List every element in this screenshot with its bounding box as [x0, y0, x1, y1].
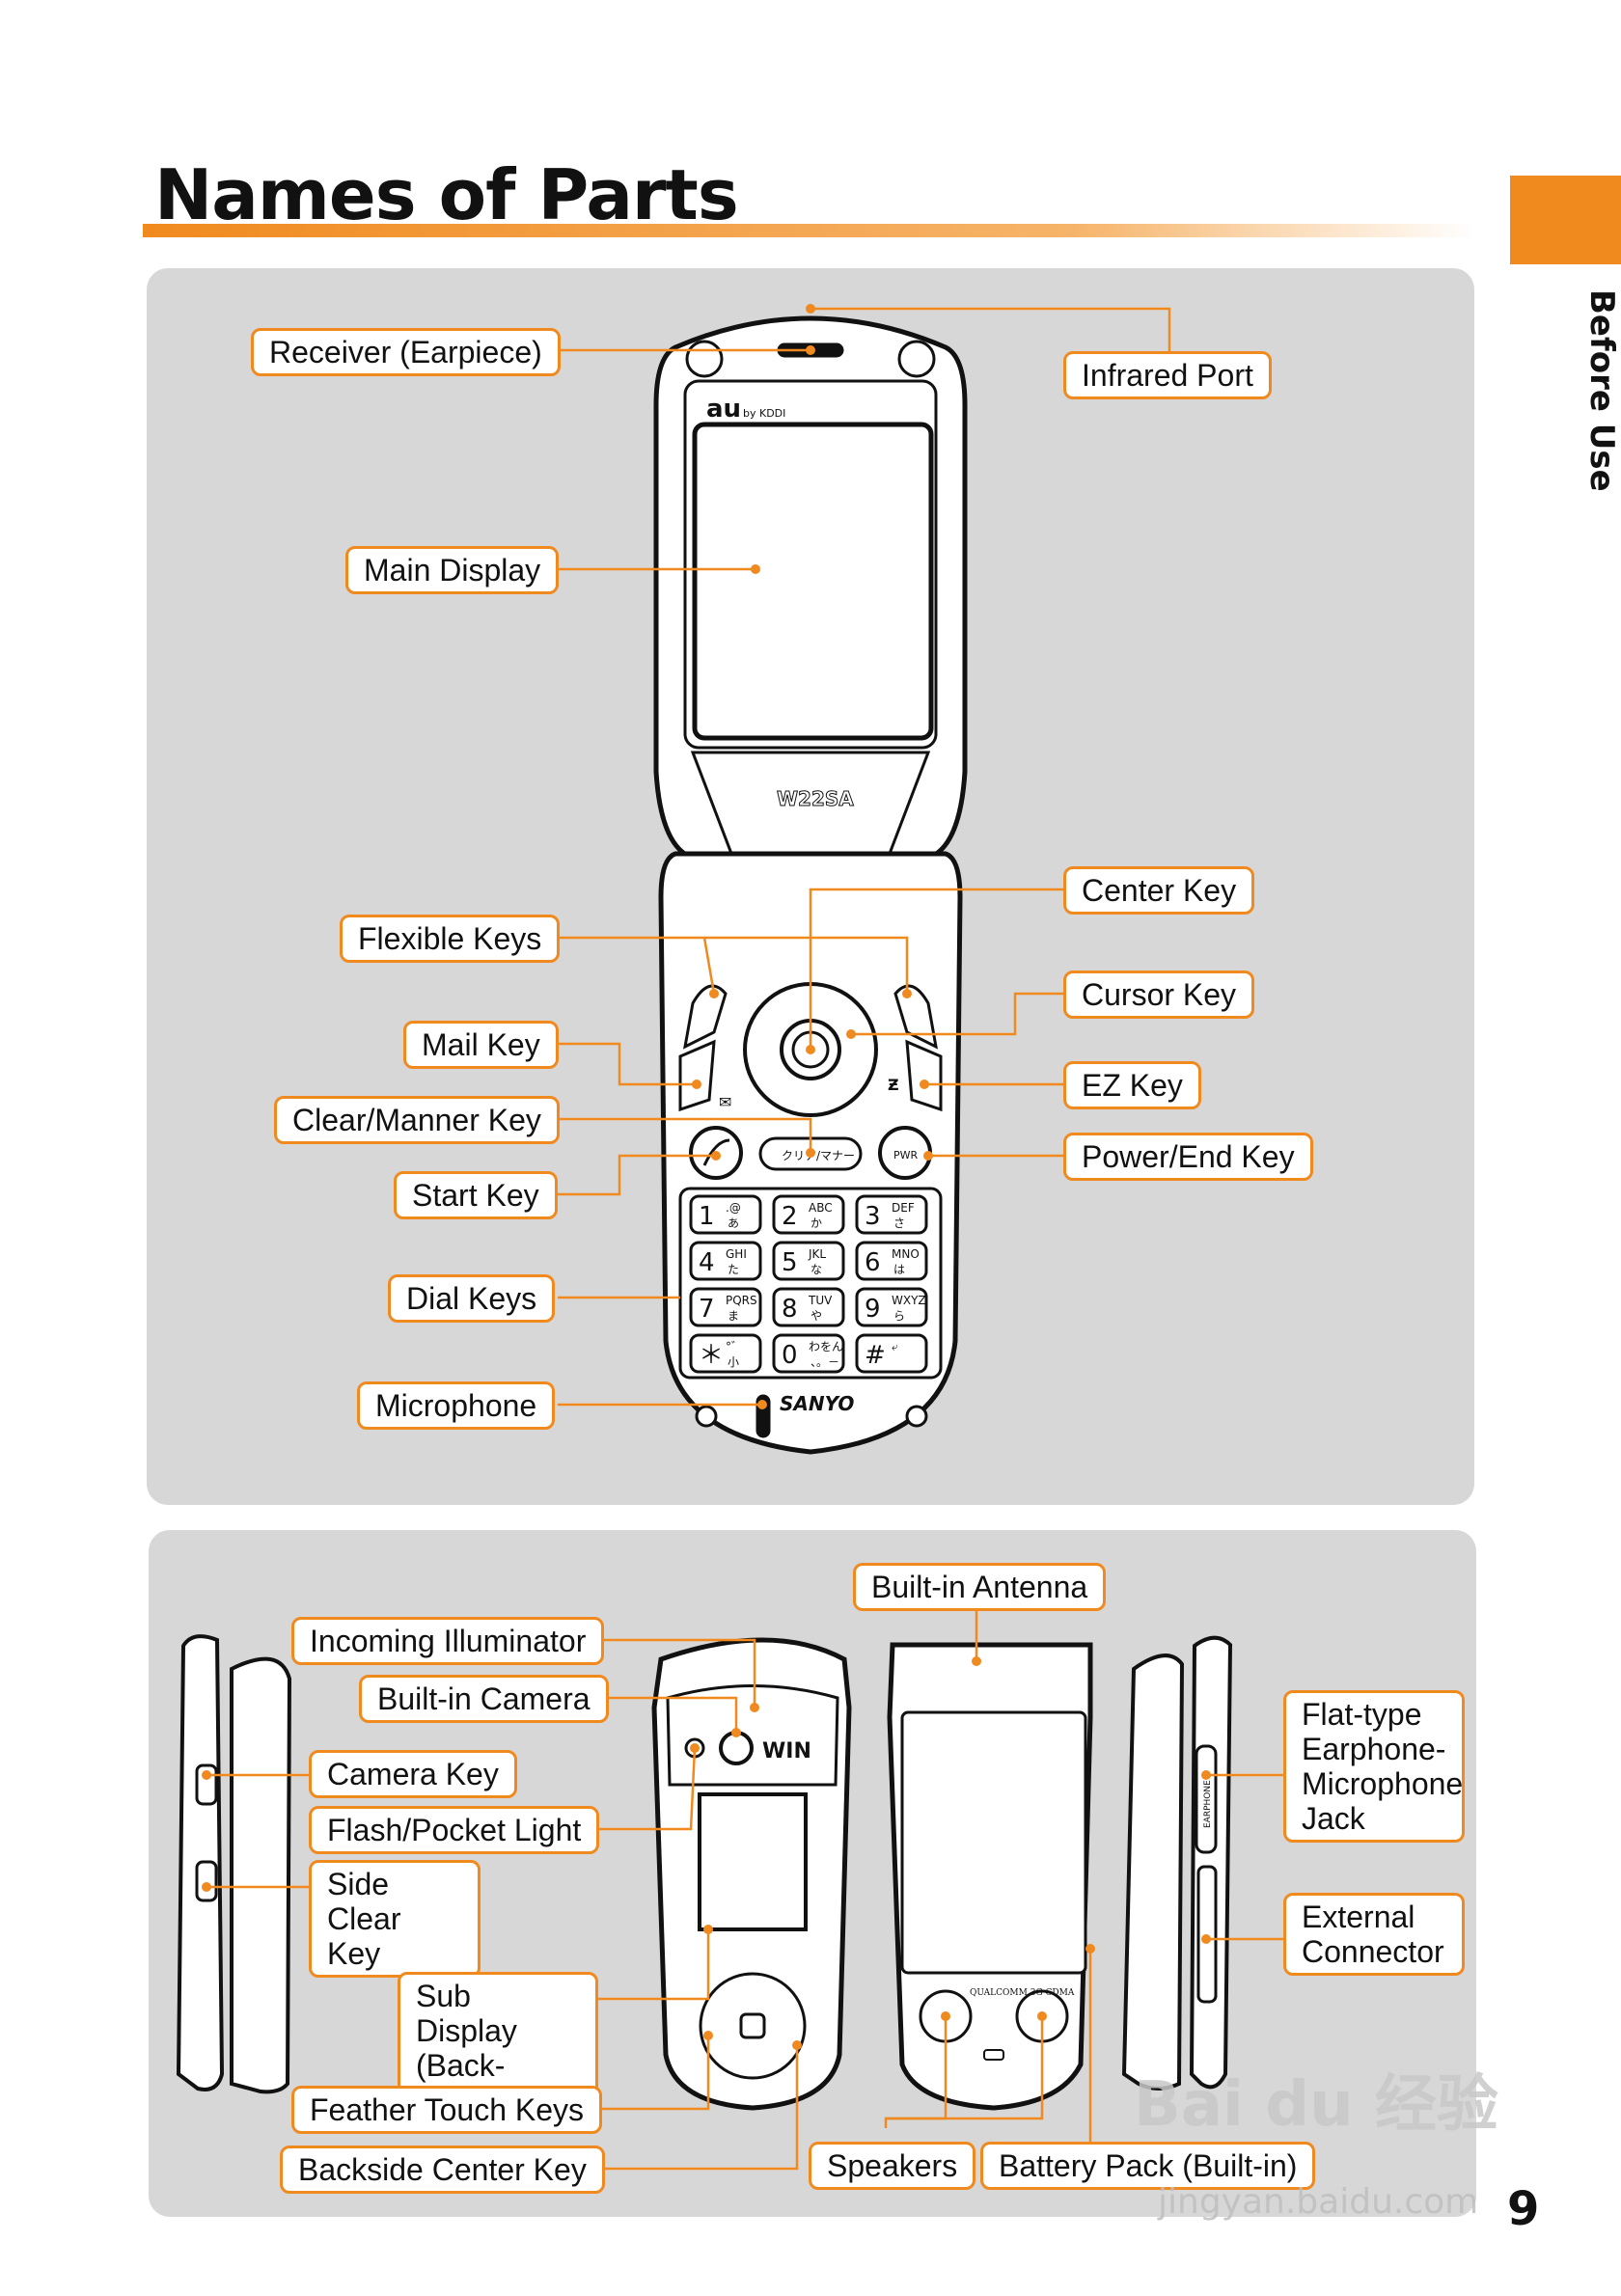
label-mail-key: Mail Key [403, 1021, 559, 1069]
page-number: 9 [1507, 2182, 1540, 2236]
label-center-key: Center Key [1063, 866, 1255, 915]
page-title: Names of Parts [154, 154, 739, 235]
watermark-logo: Bai du 经验 [1134, 2069, 1498, 2141]
label-power-end-key: Power/End Key [1063, 1133, 1313, 1181]
label-flexible-keys: Flexible Keys [340, 915, 561, 963]
label-camera-key: Camera Key [309, 1750, 517, 1798]
label-start-key: Start Key [394, 1171, 558, 1219]
label-earphone-jack: Flat-type Earphone- Microphone Jack [1283, 1690, 1465, 1843]
label-side-clear-key: Side Clear Key [309, 1860, 481, 1978]
label-incoming-illuminator: Incoming Illuminator [291, 1617, 605, 1665]
front-view-panel [147, 268, 1474, 1505]
label-main-display: Main Display [345, 546, 560, 594]
label-receiver: Receiver (Earpiece) [251, 328, 561, 376]
label-flash-pocket-light: Flash/Pocket Light [309, 1806, 600, 1854]
label-speakers: Speakers [809, 2142, 976, 2190]
label-ez-key: EZ Key [1063, 1061, 1201, 1109]
label-battery-pack: Battery Pack (Built-in) [980, 2142, 1316, 2190]
label-feather-touch-keys: Feather Touch Keys [291, 2086, 603, 2134]
section-tab-label: Before Use [1582, 289, 1621, 492]
label-built-in-camera: Built-in Camera [359, 1675, 609, 1723]
label-clear-manner-key: Clear/Manner Key [274, 1096, 560, 1144]
label-infrared-port: Infrared Port [1063, 351, 1272, 399]
label-microphone: Microphone [357, 1381, 556, 1430]
label-cursor-key: Cursor Key [1063, 970, 1255, 1019]
watermark-url: jingyan.baidu.com [1158, 2182, 1479, 2222]
label-external-connector: External Connector [1283, 1893, 1465, 1976]
section-tab-marker [1510, 176, 1621, 264]
label-built-in-antenna: Built-in Antenna [853, 1563, 1107, 1611]
label-backside-center-key: Backside Center Key [280, 2146, 605, 2194]
title-underline [143, 224, 1474, 237]
label-dial-keys: Dial Keys [388, 1274, 556, 1323]
